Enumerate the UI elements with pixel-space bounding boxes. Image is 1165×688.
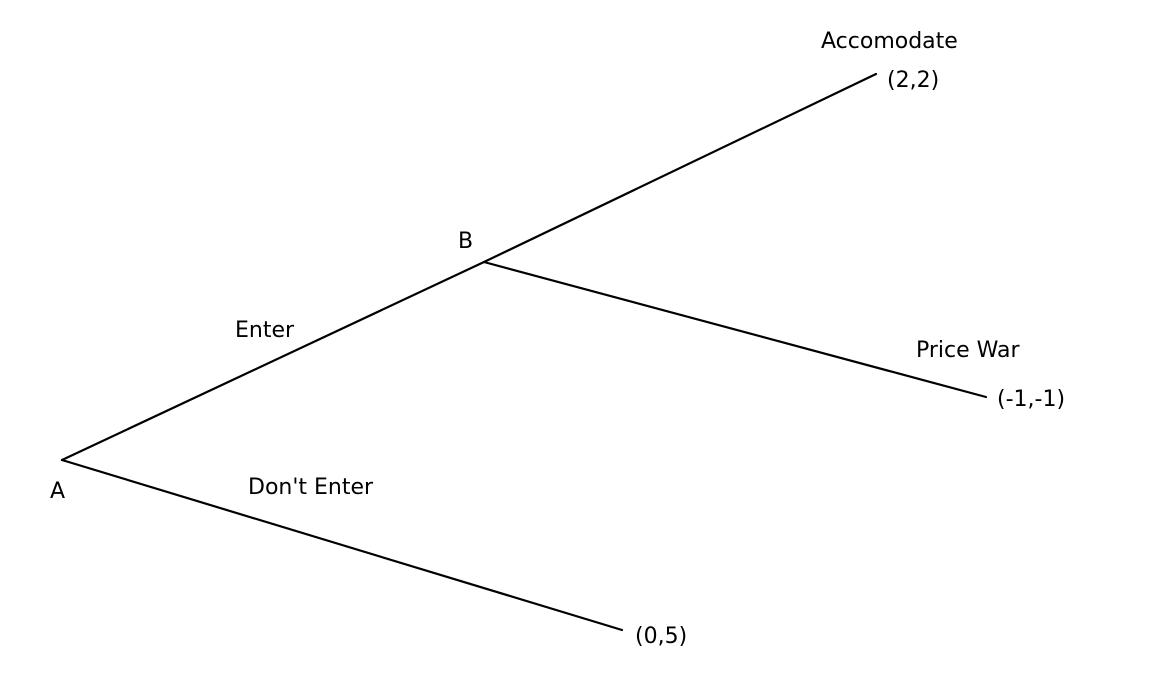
- branch-dont-enter: [60, 458, 624, 632]
- node-b-label: B: [458, 229, 473, 254]
- branch-price-war: [482, 260, 988, 399]
- move-label-accommodate: Accomodate: [821, 29, 958, 54]
- payoff-price-war: (-1,-1): [997, 387, 1065, 412]
- payoff-accommodate: (2,2): [887, 68, 939, 93]
- move-label-price-war: Price War: [916, 338, 1020, 363]
- move-label-enter: Enter: [235, 318, 295, 343]
- payoff-dont-enter: (0,5): [635, 624, 687, 649]
- move-label-dont-enter: Don't Enter: [248, 475, 374, 500]
- branch-accommodate: [482, 72, 878, 264]
- node-a-label: A: [50, 479, 65, 504]
- branch-enter: [60, 260, 486, 462]
